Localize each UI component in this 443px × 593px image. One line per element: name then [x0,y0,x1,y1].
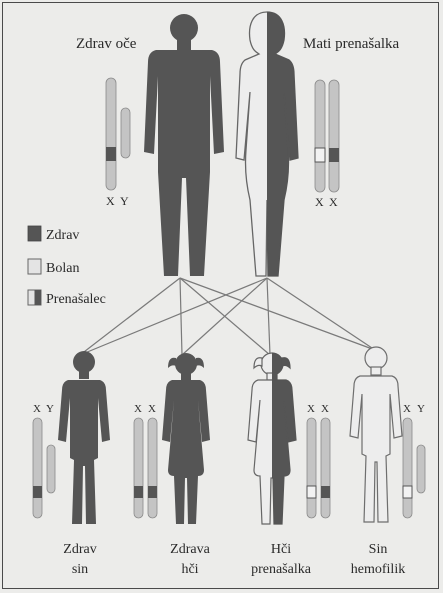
healthy-daughter-chromosomes: X X [134,403,157,518]
hemophiliac-son-figure [350,347,402,522]
father-y-chromosome [121,108,130,158]
hemophiliac-son-chromosomes: X Y [403,403,425,518]
line-mother-son2 [267,278,375,350]
hemophiliac-son-y-chromosome [417,445,425,493]
mother-chrom-x1-label: X [315,195,324,209]
healthy-daughter-chrom-x1-label: X [134,403,142,415]
father-figure [144,14,224,276]
healthy-daughter-label-2: hči [181,562,198,577]
father-chrom-x-label: X [106,194,115,208]
hemophiliac-son-chrom-x-label: X [403,403,411,415]
legend-swatch-sick [28,259,41,274]
carrier-daughter-x1-chromosome [307,418,316,518]
carrier-daughter-x2-gene [321,486,330,498]
child-hemophiliac-son: X Y Sin hemofilik [350,347,425,577]
legend-label-carrier: Prenašalec [46,292,106,307]
healthy-daughter-x2-gene [148,486,157,498]
father-x-chromosome [106,78,116,190]
mother-label: Mati prenašalka [303,36,400,52]
healthy-daughter-x1-gene [134,486,143,498]
father-label: Zdrav oče [76,36,137,52]
healthy-son-x-chromosome [33,418,42,518]
line-father-son1 [80,278,180,355]
legend-label-healthy: Zdrav [46,228,79,243]
child-carrier-daughter: X X Hči prenašalka [248,353,330,577]
line-father-son2 [180,278,375,350]
carrier-daughter-chrom-x1-label: X [307,403,315,415]
line-mother-son1 [80,278,267,355]
hemophiliac-son-chrom-y-label: Y [417,403,425,415]
healthy-daughter-x1-chromosome [134,418,143,518]
healthy-son-figure [58,351,110,524]
mother-x1-gene [315,148,325,162]
hemophiliac-son-label-2: hemofilik [351,562,405,577]
healthy-son-label-1: Zdrav [63,542,96,557]
father-chromosomes: X Y [106,78,130,208]
mother-x1-chromosome [315,80,325,192]
hemophiliac-son-x-gene [403,486,412,498]
legend-swatch-carrier-half [35,290,42,305]
line-mother-daughter1 [182,278,267,355]
inheritance-lines [80,278,375,355]
line-mother-daughter2 [267,278,270,355]
child-healthy-daughter: X X Zdrava hči [134,353,211,577]
legend-item-sick: Bolan [28,259,79,276]
carrier-daughter-chrom-x2-label: X [321,403,329,415]
carrier-daughter-label-1: Hči [271,542,291,557]
healthy-son-x-gene [33,486,42,498]
healthy-son-chromosomes: X Y [33,403,55,518]
carrier-daughter-chromosomes: X X [307,403,330,518]
carrier-daughter-x1-gene [307,486,316,498]
mother-chrom-x2-label: X [329,195,338,209]
mother-figure [236,12,298,276]
father-chrom-y-label: Y [120,194,129,208]
hemophiliac-son-label-1: Sin [369,542,388,557]
mother-x2-gene [329,148,339,162]
child-healthy-son: X Y Zdrav sin [33,351,110,577]
carrier-daughter-figure [248,353,296,524]
carrier-daughter-x2-chromosome [321,418,330,518]
healthy-son-label-2: sin [72,562,88,577]
mother-x2-chromosome [329,80,339,192]
mother-chromosomes: X X [315,80,339,209]
carrier-daughter-label-2: prenašalka [251,562,312,577]
legend-label-sick: Bolan [46,261,79,276]
healthy-son-chrom-x-label: X [33,403,41,415]
legend-item-healthy: Zdrav [28,226,79,243]
healthy-daughter-label-1: Zdrava [170,542,210,557]
healthy-son-y-chromosome [47,445,55,493]
legend: Zdrav Bolan Prenašalec [28,226,106,307]
legend-item-carrier: Prenašalec [28,290,106,307]
healthy-daughter-x2-chromosome [148,418,157,518]
healthy-daughter-chrom-x2-label: X [148,403,156,415]
healthy-daughter-figure [162,353,210,524]
legend-swatch-healthy [28,226,41,241]
father-x-gene [106,147,116,161]
hemophiliac-son-x-chromosome [403,418,412,518]
healthy-son-chrom-y-label: Y [46,403,54,415]
line-father-daughter1 [180,278,182,355]
